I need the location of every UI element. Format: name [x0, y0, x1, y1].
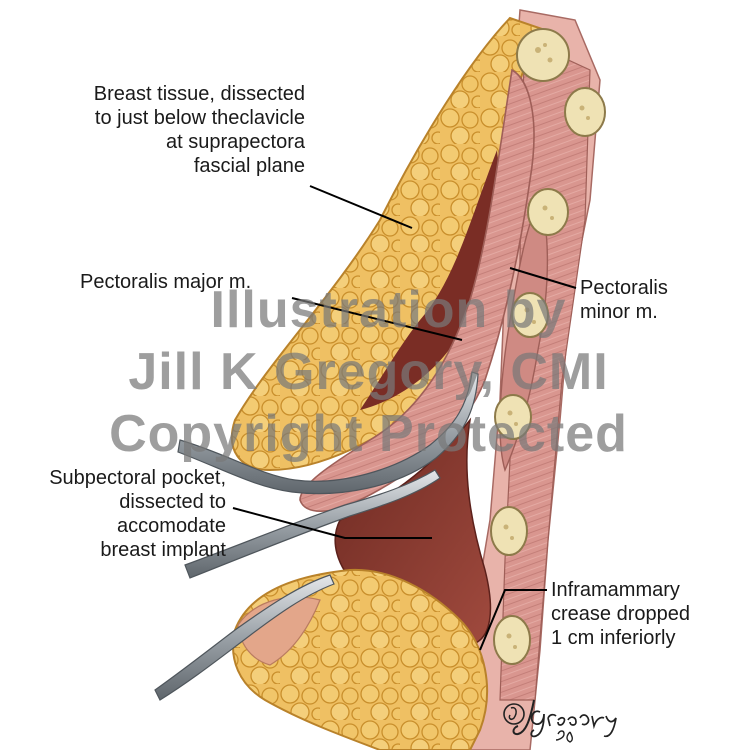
leader-inframammary-crease: [479, 589, 547, 651]
middle-retractor: [184, 469, 441, 579]
pectoralis-major-muscle: [299, 68, 535, 512]
leader-pectoralis-minor: [509, 267, 577, 289]
label-breast-tissue-line1: Breast tissue, dissected: [93, 83, 305, 105]
watermark-line3: Copyright Protected: [109, 405, 628, 463]
label-inframammary-crease: Inframammary crease dropped 1 cm inferio…: [551, 578, 690, 650]
label-pectoralis-major: Pectoralis major m.: [80, 270, 251, 294]
surgical-retractors: [154, 371, 479, 701]
label-pectoralis-minor-line1: Pectoralis: [580, 277, 668, 299]
label-crease-line1: Inframammary: [551, 579, 680, 601]
artist-signature: [503, 699, 617, 743]
label-crease-line3: 1 cm inferiorly: [551, 627, 676, 649]
label-subpectoral-pocket: Subpectoral pocket, dissected to accomod…: [6, 466, 226, 562]
label-pectoralis-minor-line2: minor m.: [580, 301, 658, 323]
label-breast-tissue: Breast tissue, dissected to just below t…: [94, 82, 305, 178]
label-pocket-line3: accomodate: [117, 515, 226, 537]
leader-pectoralis-major: [291, 297, 463, 341]
label-pectoralis-minor: Pectoralis minor m.: [580, 276, 668, 324]
label-breast-tissue-line3: at suprapectora: [166, 131, 305, 153]
label-pectoralis-major-text: Pectoralis major m.: [80, 271, 252, 293]
retromammary-space: [360, 150, 500, 410]
leader-breast-tissue: [309, 185, 413, 229]
leader-lines: [232, 185, 577, 651]
label-crease-line2: crease dropped: [551, 603, 690, 625]
label-pocket-line2: dissected to: [119, 491, 226, 513]
upper-retractor: [177, 371, 479, 495]
label-breast-tissue-line2: to just below theclavicle: [94, 107, 305, 129]
rib-cross-sections: [490, 28, 606, 665]
watermark-line1: Illustration by: [210, 281, 567, 339]
label-pocket-line4: breast implant: [100, 539, 226, 561]
label-breast-tissue-line4: fascial plane: [193, 155, 305, 177]
lower-retractor: [154, 574, 335, 701]
leader-subpectoral-pocket: [232, 507, 432, 539]
watermark-line2: Jill K Gregory, CMI: [128, 343, 609, 401]
label-pocket-line1: Subpectoral pocket,: [49, 467, 226, 489]
